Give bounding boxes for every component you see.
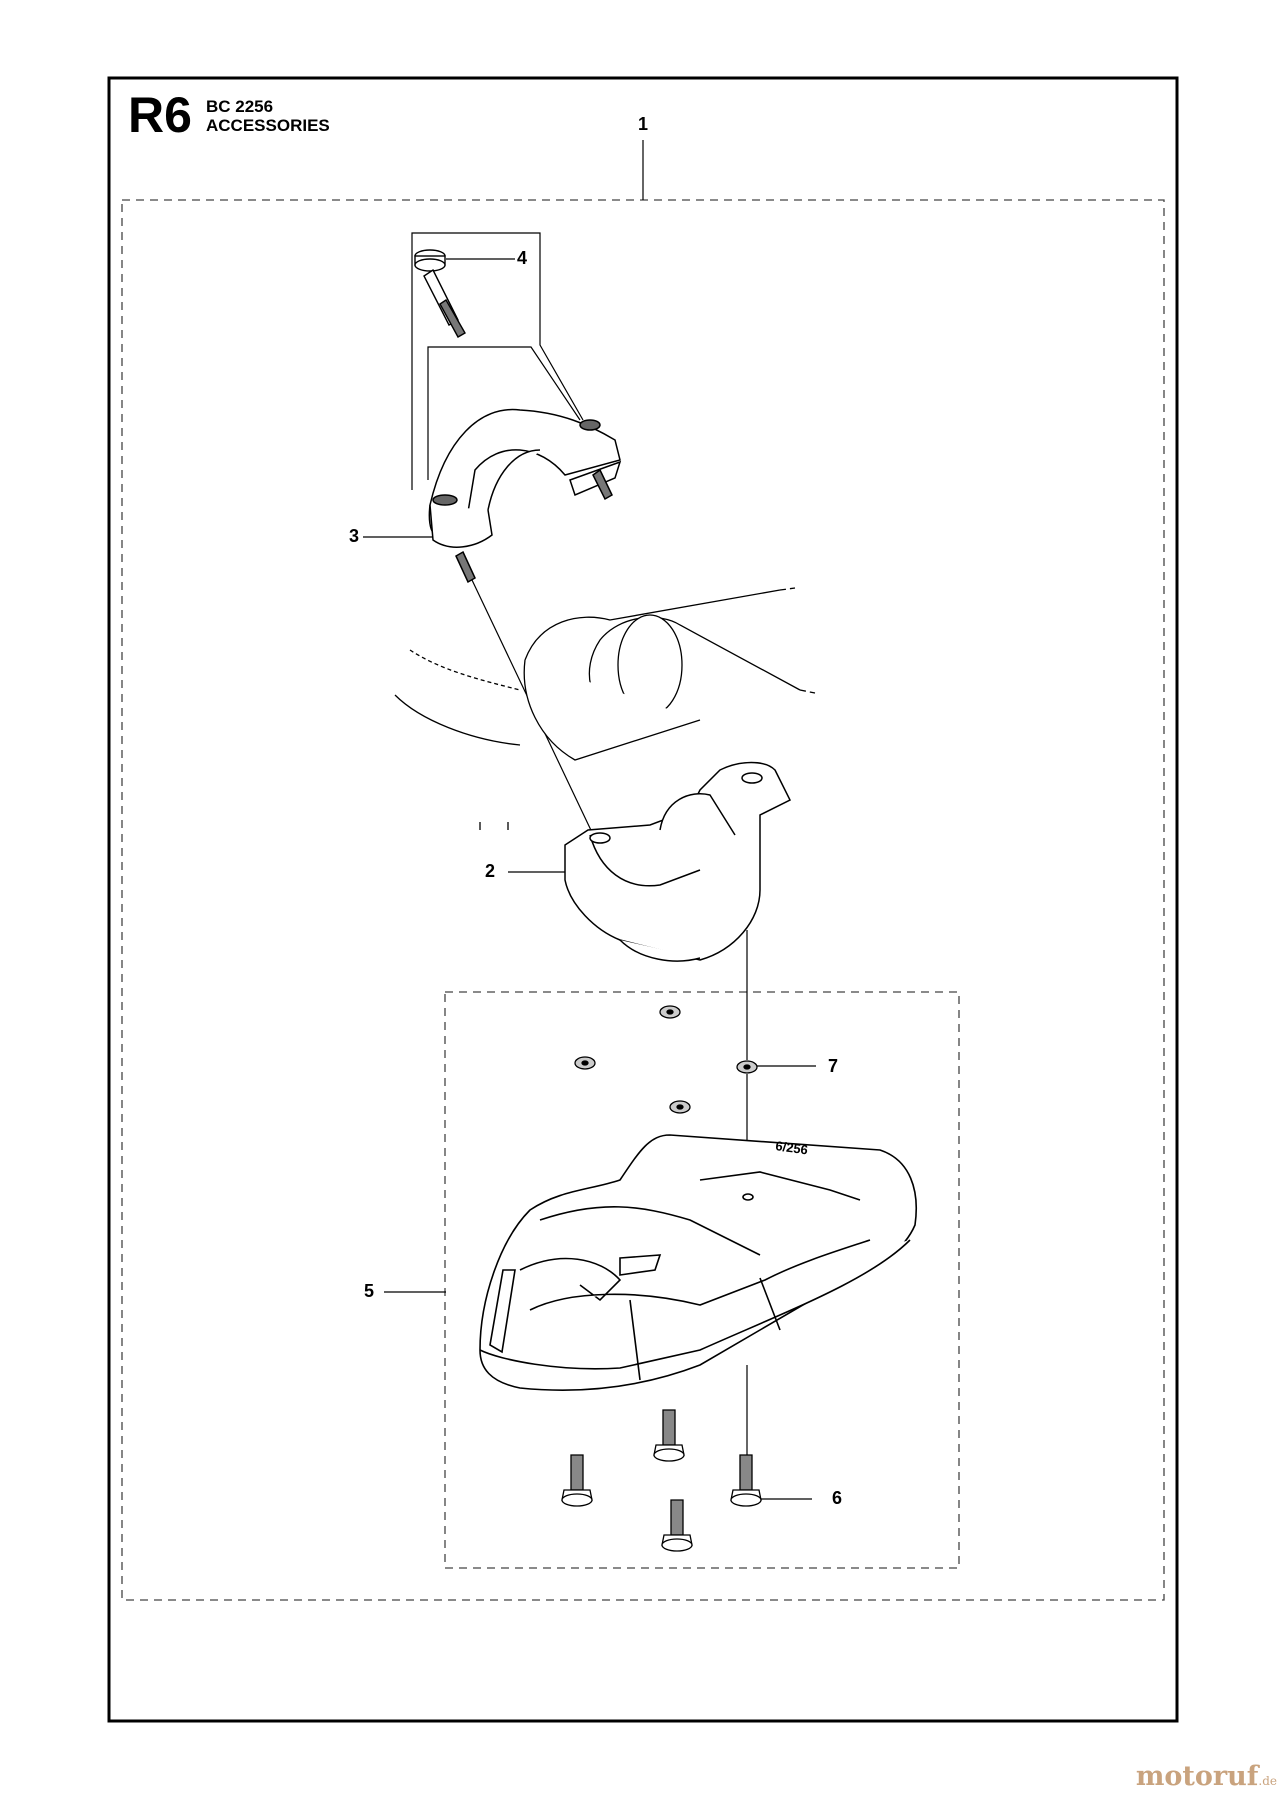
- page-code: R6: [128, 87, 192, 143]
- callout-6: 6: [832, 1488, 843, 1508]
- guard-mark: 6/256: [775, 1138, 809, 1157]
- callout-2: 2: [485, 861, 496, 881]
- callout-5: 5: [364, 1281, 375, 1301]
- callout-7: 7: [828, 1056, 839, 1076]
- watermark-logo: motoruf.de: [1136, 1761, 1277, 1792]
- group-box-5: [444, 991, 960, 1569]
- screws-6-drawing: [561, 1409, 762, 1552]
- bolt-4-drawing: [414, 249, 466, 338]
- washers-7-drawing: [574, 1005, 758, 1114]
- guard-5-drawing: [479, 1134, 917, 1391]
- callout-4: 4: [517, 248, 528, 268]
- callout-3: 3: [349, 526, 360, 546]
- lower-clamp-2-drawing: [564, 761, 792, 962]
- model-number: BC 2256: [206, 97, 274, 116]
- sheet-frame: [107, 76, 1179, 1723]
- section-title: ACCESSORIES: [206, 116, 330, 135]
- callout-1: 1: [638, 114, 649, 134]
- upper-clamp-3-drawing: [428, 408, 622, 584]
- shaft-housing-drawing: [394, 587, 816, 830]
- watermark-brand: motoruf: [1135, 1761, 1259, 1792]
- watermark-tld: .de: [1258, 1774, 1277, 1788]
